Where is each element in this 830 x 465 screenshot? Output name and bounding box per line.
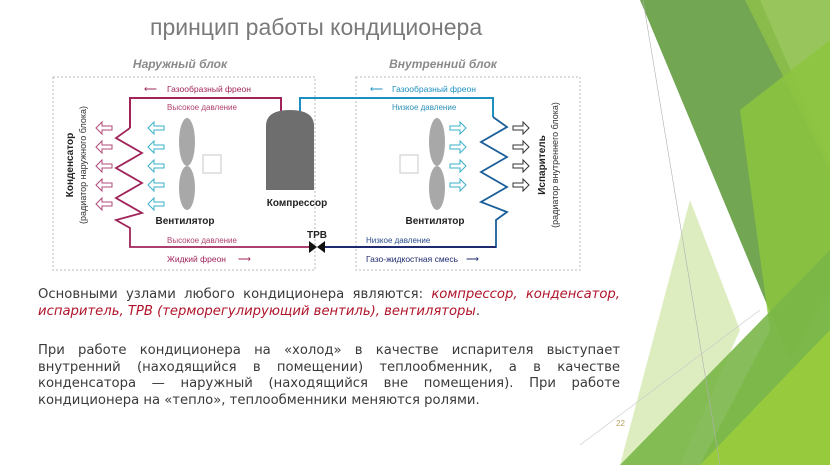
intro-paragraph: Основными узлами любого кондиционера явл… <box>38 287 620 320</box>
bg-shape-bottom-light <box>700 330 830 465</box>
hot-air-arrow-icon <box>95 139 113 155</box>
intake-air-arrow-icon <box>147 158 165 174</box>
expansion-valve-icon-right <box>317 241 325 253</box>
indoor-unit-label: Внутренний блок <box>389 57 498 71</box>
indoor-fan-blade-top <box>429 118 445 166</box>
compressor-label: Компрессор <box>267 198 327 209</box>
outdoor-bottom-pressure-label: Высокое давление <box>167 236 238 245</box>
compressor-icon <box>266 110 314 190</box>
outdoor-fan-label: Вентилятор <box>155 216 214 227</box>
indoor-bottom-pressure-label: Низкое давление <box>366 236 431 245</box>
intake-air-arrow-icon <box>147 139 165 155</box>
page-number: 22 <box>616 419 625 428</box>
cool-air-arrow-icon <box>512 139 530 155</box>
components-highlight: компрессор, конденсатор, испаритель, ТРВ… <box>38 287 620 319</box>
indoor-intake-arrow-icon <box>449 120 467 136</box>
bg-thin-line-1 <box>642 0 721 465</box>
condenser-label: Конденсатор <box>65 133 76 197</box>
slide-title: принцип работы кондиционера <box>150 14 483 40</box>
intro-end: . <box>475 303 481 319</box>
outdoor-top-arrow: ⟵ <box>144 84 157 94</box>
hot-air-arrow-icon <box>95 120 113 136</box>
cool-air-arrow-icon <box>512 177 530 193</box>
indoor-top-line-label: Газообразный фреон <box>392 84 476 94</box>
outdoor-bottom-line-label: Жидкий фреон <box>167 254 226 264</box>
indoor-bottom-arrow: ⟶ <box>466 254 479 264</box>
indoor-top-arrow: ⟵ <box>370 84 383 94</box>
evaporator-sublabel: (радиатор внутреннего блока) <box>550 102 560 228</box>
hot-air-arrow-icon <box>95 196 113 212</box>
intro-text: Основными узлами любого кондиционера явл… <box>38 287 432 302</box>
outdoor-top-line-label: Газообразный фреон <box>167 84 251 94</box>
expansion-valve-label: ТРВ <box>307 230 327 241</box>
indoor-fan-motor <box>399 154 419 174</box>
intake-air-arrow-icon <box>147 120 165 136</box>
outdoor-fan-motor <box>202 154 222 174</box>
cold-gas-pipe <box>299 97 494 117</box>
outdoor-unit-label: Наружный блок <box>133 57 228 71</box>
cool-air-arrow-icon <box>512 158 530 174</box>
explanation-paragraph: При работе кондиционера на «холод» в кач… <box>38 343 620 408</box>
cool-air-arrows <box>512 120 530 193</box>
indoor-intake-arrows <box>449 120 467 193</box>
hot-air-arrow-icon <box>95 177 113 193</box>
cool-air-arrow-icon <box>512 120 530 136</box>
evaporator-label: Испаритель <box>537 135 548 195</box>
indoor-bottom-line-label: Газо-жидкостная смесь <box>366 254 459 264</box>
outdoor-fan-blade-bottom <box>179 166 195 210</box>
outdoor-fan-blade-top <box>179 118 195 166</box>
outdoor-intake-arrows <box>147 120 165 212</box>
hot-air-arrow-icon <box>95 158 113 174</box>
hot-air-arrows <box>95 120 113 212</box>
indoor-fan-blade-bottom <box>429 166 445 210</box>
condenser-coil <box>113 127 313 248</box>
expansion-valve-icon <box>309 241 317 253</box>
intake-air-arrow-icon <box>147 177 165 193</box>
bg-shape-pale <box>620 200 740 465</box>
indoor-intake-arrow-icon <box>449 139 467 155</box>
bg-thin-line-2 <box>579 309 761 446</box>
outdoor-top-pressure-label: Высокое давление <box>167 103 238 112</box>
outdoor-bottom-arrow: ⟶ <box>238 254 251 264</box>
intake-air-arrow-icon <box>147 196 165 212</box>
indoor-intake-arrow-icon <box>449 158 467 174</box>
indoor-unit-box <box>355 76 581 271</box>
indoor-top-pressure-label: Низкое давление <box>392 103 457 112</box>
indoor-fan-label: Вентилятор <box>405 216 464 227</box>
outdoor-unit-box <box>52 76 316 271</box>
hot-gas-pipe <box>129 97 282 128</box>
evaporator-coil <box>320 116 509 248</box>
indoor-intake-arrow-icon <box>449 177 467 193</box>
condenser-sublabel: (радиатор наружного блока) <box>78 106 88 224</box>
